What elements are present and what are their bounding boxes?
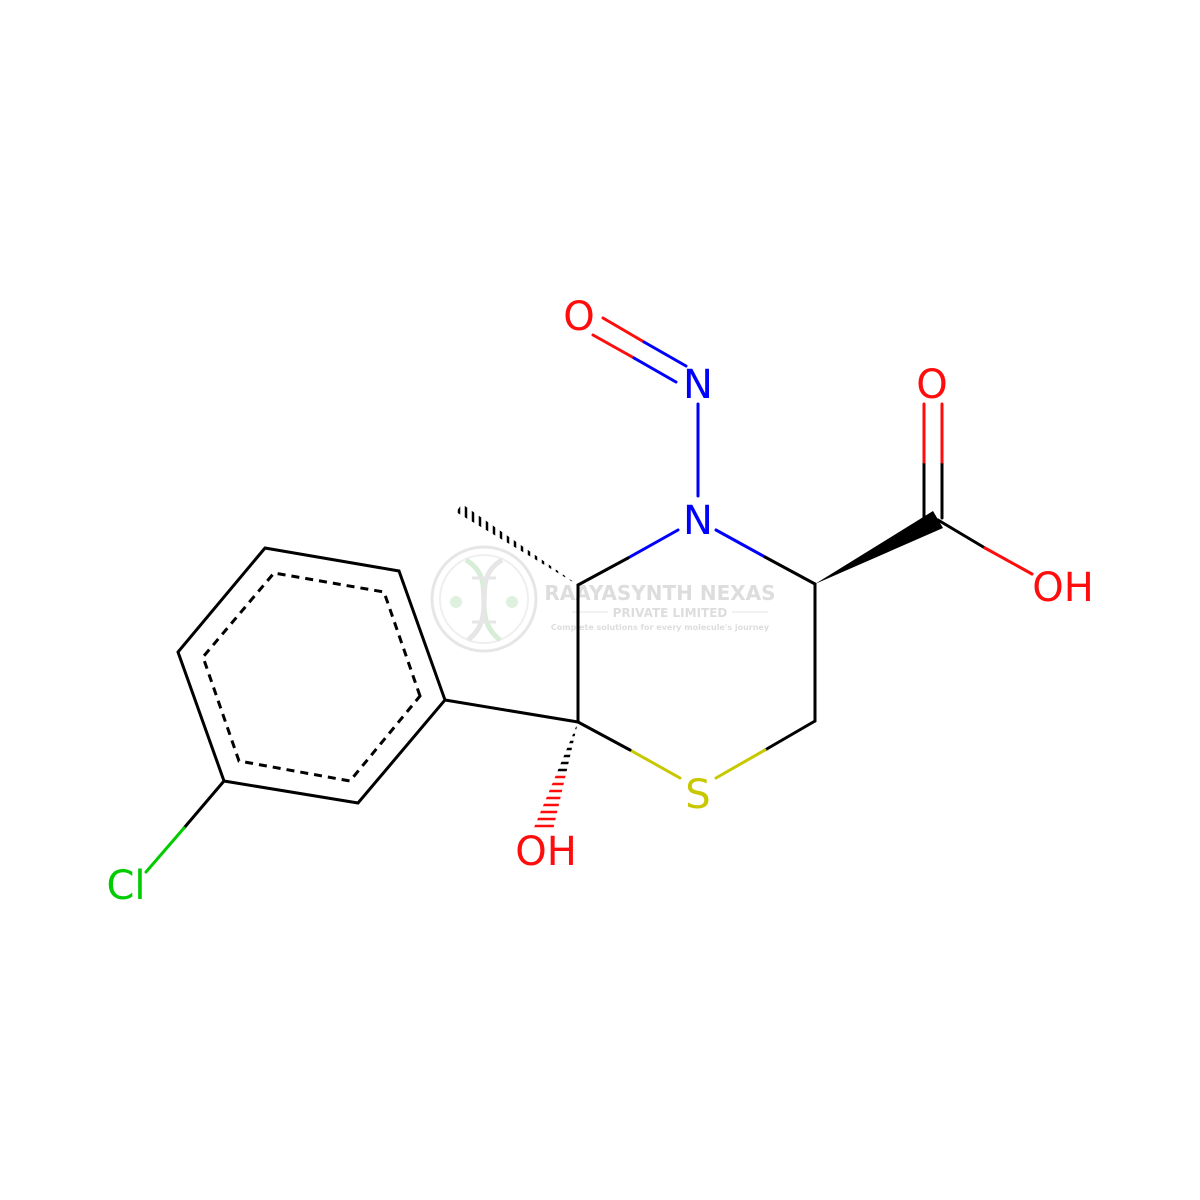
- bond-ringn-c5: [714, 528, 817, 586]
- watermark: RAAYASYNTH NEXAS PRIVATE LIMITED Complet…: [430, 545, 776, 653]
- atom-labels: O N N O OH S OH Cl: [106, 294, 1093, 909]
- stereo-hash-hydroxyl: [533, 726, 578, 828]
- atom-chlorine: Cl: [106, 863, 145, 909]
- bond-c6-s: [714, 719, 817, 780]
- atom-acid-hydroxyl: OH: [1032, 565, 1094, 611]
- phenyl-aromatic-dashes: [201, 571, 422, 783]
- bond-s-c2: [576, 720, 682, 780]
- bond-ringn-c3: [576, 528, 680, 587]
- bond-c-cl: [144, 779, 226, 874]
- atom-nitroso-nitrogen: N: [683, 362, 713, 408]
- atom-carbonyl-oxygen: O: [916, 362, 947, 408]
- atom-hydroxyl: OH: [515, 829, 577, 875]
- watermark-logo-icon: [430, 545, 538, 653]
- watermark-tagline: Complete solutions for every molecule's …: [551, 623, 770, 632]
- watermark-subtitle: PRIVATE LIMITED: [613, 606, 728, 620]
- bonds: [144, 316, 1034, 874]
- stereo-wedge-carboxyl: [815, 511, 943, 584]
- watermark-company: RAAYASYNTH NEXAS: [544, 581, 775, 605]
- bond-c2-phenyl: [443, 698, 580, 724]
- bond-carbonyl-double: [922, 402, 944, 520]
- atom-nitroso-oxygen: O: [563, 294, 594, 340]
- phenyl-ring: [176, 546, 447, 805]
- atom-ring-nitrogen: N: [683, 498, 713, 544]
- atom-ring-sulfur: S: [685, 772, 710, 818]
- bond-nitroso-double: [591, 316, 688, 384]
- bond-carboxyl-oh: [936, 518, 1034, 576]
